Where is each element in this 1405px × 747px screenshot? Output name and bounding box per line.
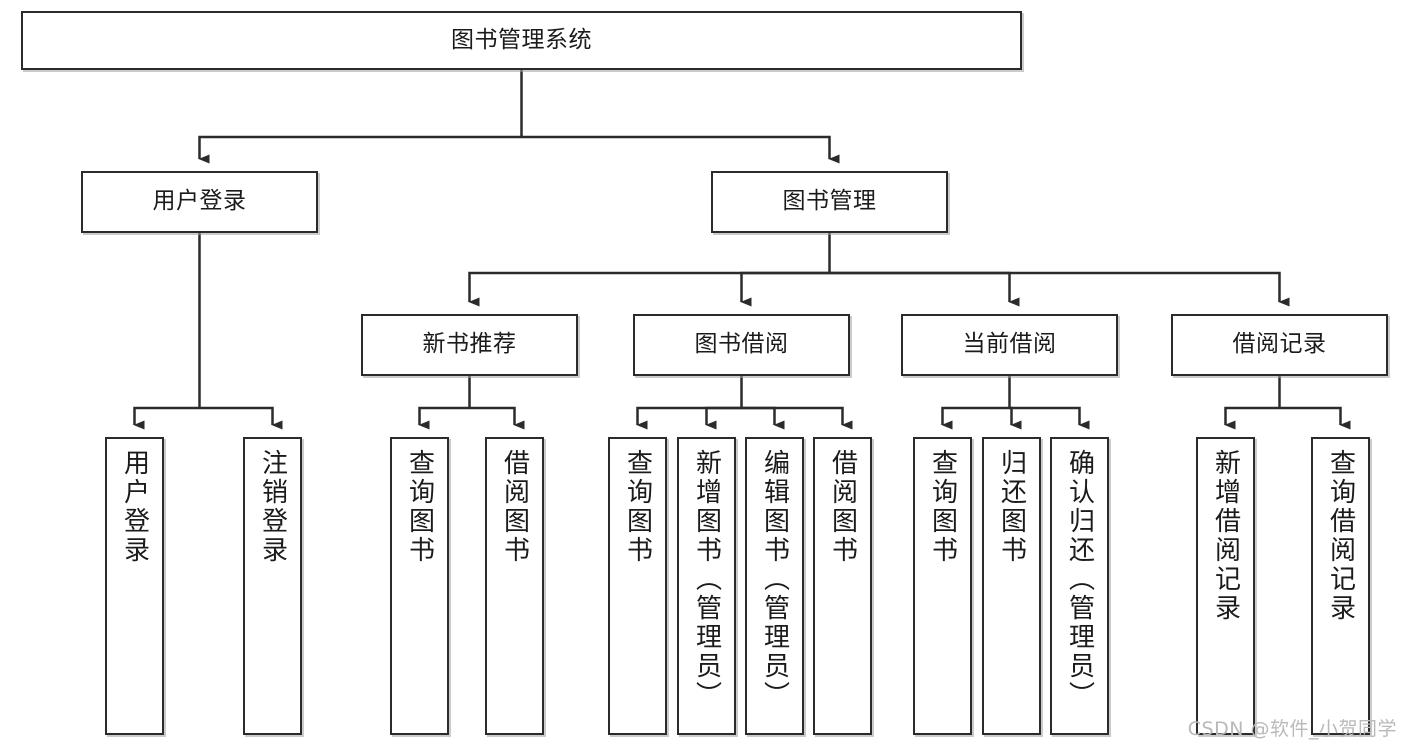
node-leaf3[interactable]: 查询图书 [390, 437, 449, 735]
node-leaf12[interactable]: 新增借阅记录 [1196, 437, 1255, 735]
node-leaf5[interactable]: 查询图书 [608, 437, 667, 735]
node-label: 确认归还（管理员） [1064, 449, 1095, 710]
connector-current-to-leaf11 [1009, 406, 1090, 430]
node-leaf1[interactable]: 用户登录 [105, 437, 164, 735]
connector-newbook-to-leaf3 [418, 406, 470, 430]
connector-login-to-leaf1 [133, 406, 200, 430]
node-label: 图书管理 [782, 188, 877, 215]
node-current[interactable]: 当前借阅 [901, 314, 1118, 376]
connector-bookmgmt-to-records [829, 271, 1290, 307]
node-leaf2[interactable]: 注销登录 [243, 437, 302, 735]
node-leaf13[interactable]: 查询借阅记录 [1311, 437, 1370, 735]
connector-borrow-to-leaf8 [741, 406, 853, 430]
node-leaf11[interactable]: 确认归还（管理员） [1050, 437, 1109, 735]
node-label: 编辑图书（管理员） [759, 449, 790, 710]
connector-bookmgmt-to-current [829, 271, 1020, 307]
connector-borrow-to-leaf5 [636, 406, 742, 430]
node-label: 查询图书 [927, 449, 958, 565]
node-label: 借阅记录 [1232, 331, 1327, 358]
node-borrow[interactable]: 图书借阅 [633, 314, 850, 376]
node-label: 查询借阅记录 [1325, 449, 1356, 623]
node-label: 查询图书 [622, 449, 653, 565]
node-label: 查询图书 [404, 449, 435, 565]
node-root[interactable]: 图书管理系统 [21, 11, 1022, 70]
node-label: 用户登录 [152, 188, 247, 215]
connector-bookmgmt-to-newbook [468, 271, 830, 307]
connector-login-to-leaf2 [199, 406, 283, 430]
node-label: 图书管理系统 [451, 26, 592, 53]
node-leaf8[interactable]: 借阅图书 [813, 437, 872, 735]
connector-borrow-to-leaf6 [705, 406, 742, 430]
connector-records-to-leaf13 [1279, 406, 1351, 430]
node-label: 归还图书 [996, 449, 1027, 565]
connector-current-to-leaf10 [1009, 406, 1022, 430]
connector-root-to-login [198, 135, 522, 164]
node-records[interactable]: 借阅记录 [1171, 314, 1388, 376]
node-leaf10[interactable]: 归还图书 [982, 437, 1041, 735]
node-label: 图书借阅 [694, 331, 789, 358]
node-leaf6[interactable]: 新增图书（管理员） [677, 437, 736, 735]
node-label: 新增借阅记录 [1210, 449, 1241, 623]
node-label: 当前借阅 [962, 331, 1057, 358]
node-label: 用户登录 [119, 449, 150, 565]
connector-records-to-leaf12 [1224, 406, 1280, 430]
node-bookmgmt[interactable]: 图书管理 [711, 171, 948, 233]
node-leaf4[interactable]: 借阅图书 [485, 437, 544, 735]
node-label: 借阅图书 [827, 449, 858, 565]
node-label: 新增图书（管理员） [691, 449, 722, 710]
connector-current-to-leaf9 [941, 406, 1010, 430]
node-label: 借阅图书 [499, 449, 530, 565]
node-leaf7[interactable]: 编辑图书（管理员） [745, 437, 804, 735]
node-leaf9[interactable]: 查询图书 [913, 437, 972, 735]
connector-bookmgmt-to-borrow [740, 271, 830, 307]
node-newbook[interactable]: 新书推荐 [361, 314, 578, 376]
node-label: 新书推荐 [422, 331, 517, 358]
connector-newbook-to-leaf4 [469, 406, 525, 430]
node-label: 注销登录 [257, 449, 288, 565]
node-login[interactable]: 用户登录 [81, 171, 318, 233]
connector-root-to-bookmgmt [521, 135, 840, 164]
connector-borrow-to-leaf7 [741, 406, 785, 430]
